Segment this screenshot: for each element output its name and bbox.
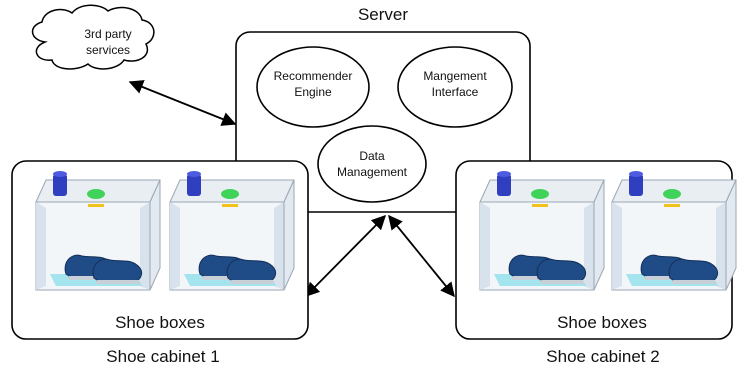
cabinet2-caption: Shoe cabinet 2: [546, 347, 659, 366]
shoe-sole-2: [96, 280, 140, 284]
yellow-led: [664, 204, 680, 207]
box-right-side: [584, 202, 594, 290]
box-right-face: [725, 179, 737, 291]
box-right-face: [283, 179, 295, 291]
recommender-label-line1: Recommender: [274, 69, 353, 83]
yellow-led: [222, 204, 238, 207]
box-left-side: [480, 202, 490, 290]
sensor-cylinder: [53, 174, 67, 196]
server-box: Server Recommender Engine Mangement Inte…: [235, 5, 531, 213]
box-right-side: [140, 202, 150, 290]
shoe-sole-2: [230, 280, 274, 284]
box-right-side: [716, 202, 726, 290]
shoe-cabinet-2: Shoe boxes Shoe cabinet 2: [455, 160, 737, 366]
sensor-cylinder: [187, 174, 201, 196]
shoe-box-1: [35, 171, 161, 291]
green-button: [87, 189, 105, 199]
management-label-line1: Mangement: [423, 69, 487, 83]
box-left-side: [36, 202, 46, 290]
arrow-cloud-server: [128, 80, 237, 126]
management-interface-node: Mangement Interface: [397, 46, 513, 128]
sensor-cylinder: [497, 174, 511, 196]
sensor-cylinder-top: [53, 171, 67, 177]
cabinet1-caption: Shoe cabinet 1: [106, 347, 219, 366]
recommender-engine-node: Recommender Engine: [256, 46, 370, 128]
cloud-label-line1: 3rd party: [84, 27, 131, 41]
sensor-cylinder-top: [497, 171, 511, 177]
shoe-sole-2: [672, 280, 716, 284]
green-button: [663, 189, 681, 199]
box-right-face: [593, 179, 605, 291]
sensor-cylinder-top: [187, 171, 201, 177]
management-label-line2: Interface: [432, 85, 479, 99]
recommender-label-line2: Engine: [294, 85, 332, 99]
data-label-line2: Management: [337, 165, 408, 179]
sensor-cylinder-top: [629, 171, 643, 177]
data-label-line1: Data: [359, 149, 385, 163]
box-left-side: [170, 202, 180, 290]
box-right-face: [149, 179, 161, 291]
third-party-services-cloud: 3rd party services: [31, 4, 155, 70]
yellow-led: [88, 204, 104, 207]
arrow-server-cabinet2: [388, 214, 455, 298]
cabinet2-inner-label: Shoe boxes: [557, 313, 647, 332]
sensor-cylinder: [629, 174, 643, 196]
green-button: [221, 189, 239, 199]
server-title: Server: [358, 5, 408, 24]
cloud-label-line2: services: [86, 43, 130, 57]
box-left-side: [612, 202, 622, 290]
arrow-server-cabinet1: [304, 214, 387, 298]
yellow-led: [532, 204, 548, 207]
shoe-box-4: [611, 171, 737, 291]
shoe-box-3: [479, 171, 605, 291]
box-right-side: [274, 202, 284, 290]
shoe-cabinet-1: Shoe boxes Shoe cabinet 1: [11, 160, 309, 366]
cabinet1-inner-label: Shoe boxes: [115, 313, 205, 332]
shoe-sole-2: [540, 280, 584, 284]
data-management-node: Data Management: [317, 125, 427, 203]
green-button: [531, 189, 549, 199]
shoe-box-2: [169, 171, 295, 291]
